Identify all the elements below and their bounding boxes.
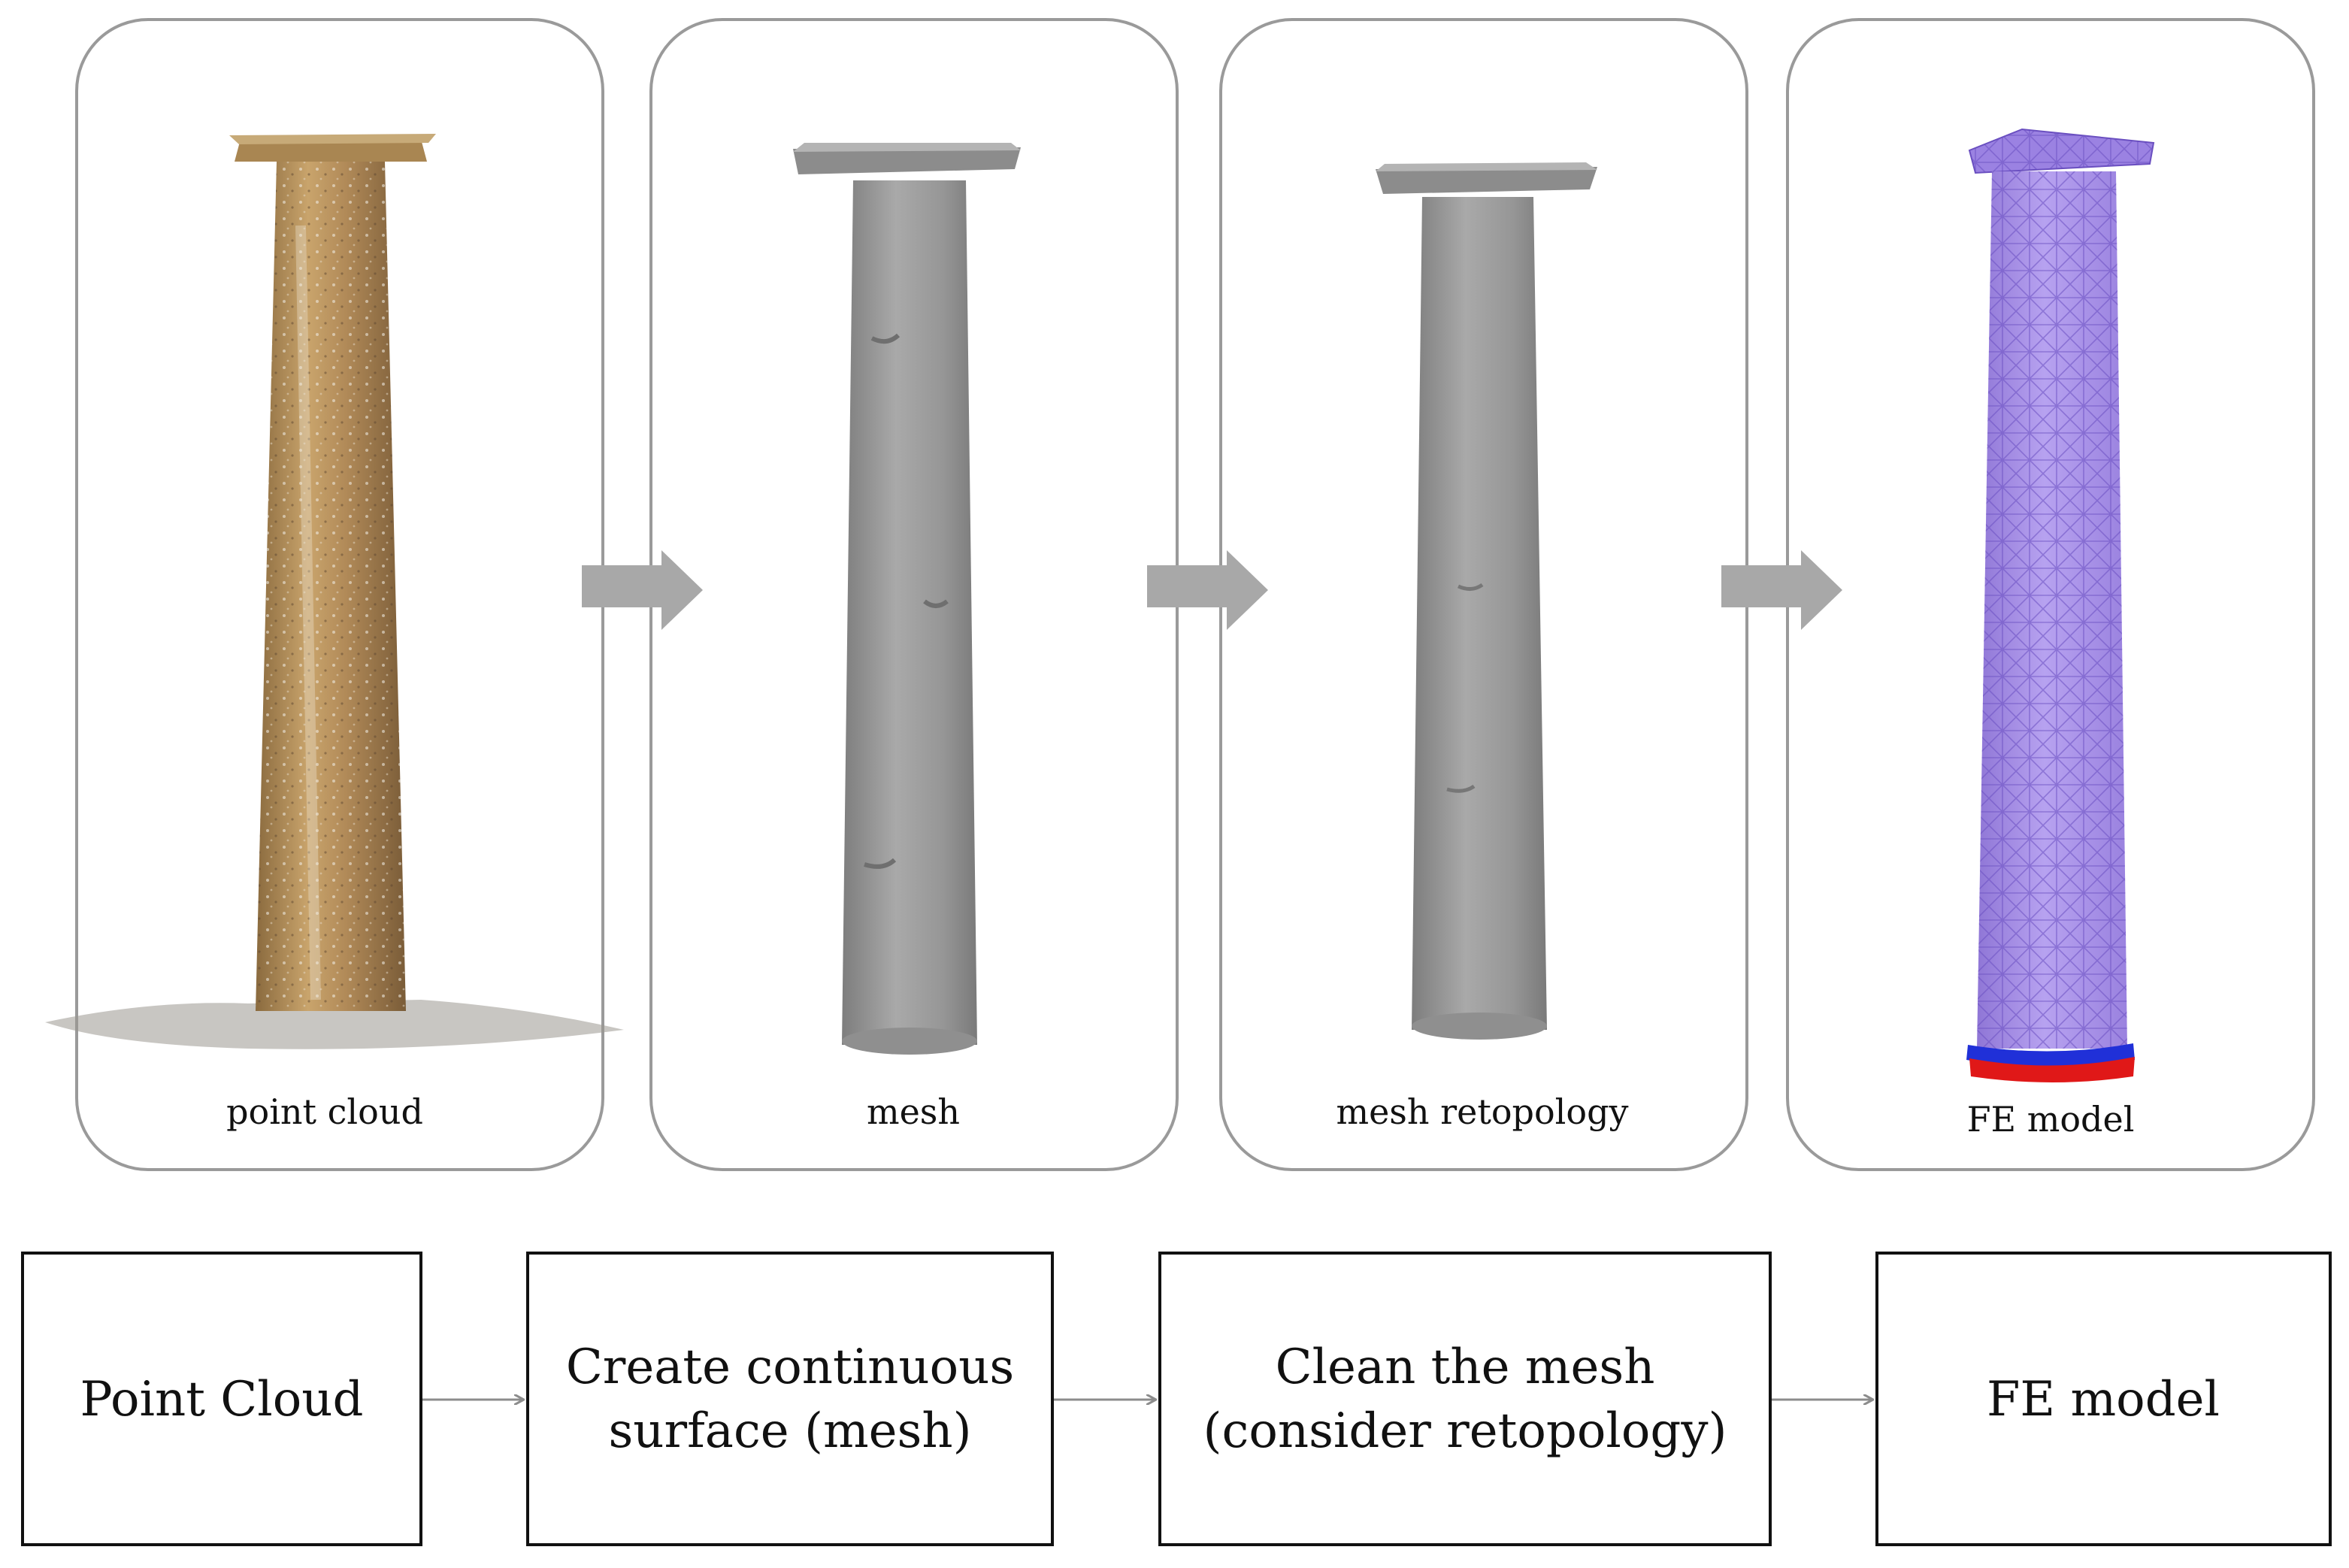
block-arrow-1 bbox=[582, 550, 703, 630]
panel-label-fe-model: FE model bbox=[1967, 1099, 2135, 1140]
panel-label-mesh: mesh bbox=[867, 1091, 960, 1132]
step-box-point-cloud: Point Cloud bbox=[21, 1252, 422, 1546]
block-arrow-2 bbox=[1147, 550, 1268, 630]
panel-label-point-cloud: point cloud bbox=[226, 1091, 423, 1132]
step-text-line: Point Cloud bbox=[80, 1372, 364, 1427]
panel-fe-model: FE model bbox=[1786, 18, 2315, 1171]
step-box-fe-model: FE model bbox=[1875, 1252, 2332, 1546]
panel-mesh-retopology: mesh retopology bbox=[1219, 18, 1748, 1171]
panel-point-cloud: point cloud bbox=[45, 18, 624, 1171]
step-box-clean-mesh: Clean the mesh (consider retopology) bbox=[1158, 1252, 1772, 1546]
panel-mesh: mesh bbox=[649, 18, 1179, 1171]
fe-model-column-image bbox=[1966, 128, 2155, 1082]
point-cloud-column-image bbox=[45, 134, 624, 1049]
step-text-line: Create continuous bbox=[566, 1339, 1014, 1395]
retopology-column-image bbox=[1376, 162, 1597, 1040]
step-text-line: (consider retopology) bbox=[1203, 1403, 1727, 1459]
step-box-create-surface: Create continuous surface (mesh) bbox=[526, 1252, 1054, 1546]
step-text-line: surface (mesh) bbox=[608, 1403, 971, 1459]
support-markers-red bbox=[1969, 1057, 2135, 1082]
support-markers-blue bbox=[1966, 1043, 2135, 1067]
step-text-line: Clean the mesh bbox=[1276, 1339, 1655, 1395]
mesh-column-image bbox=[793, 143, 1021, 1055]
panel-label-mesh-retopology: mesh retopology bbox=[1336, 1091, 1628, 1132]
block-arrow-3 bbox=[1721, 550, 1842, 630]
step-text-line: FE model bbox=[1987, 1372, 2220, 1427]
